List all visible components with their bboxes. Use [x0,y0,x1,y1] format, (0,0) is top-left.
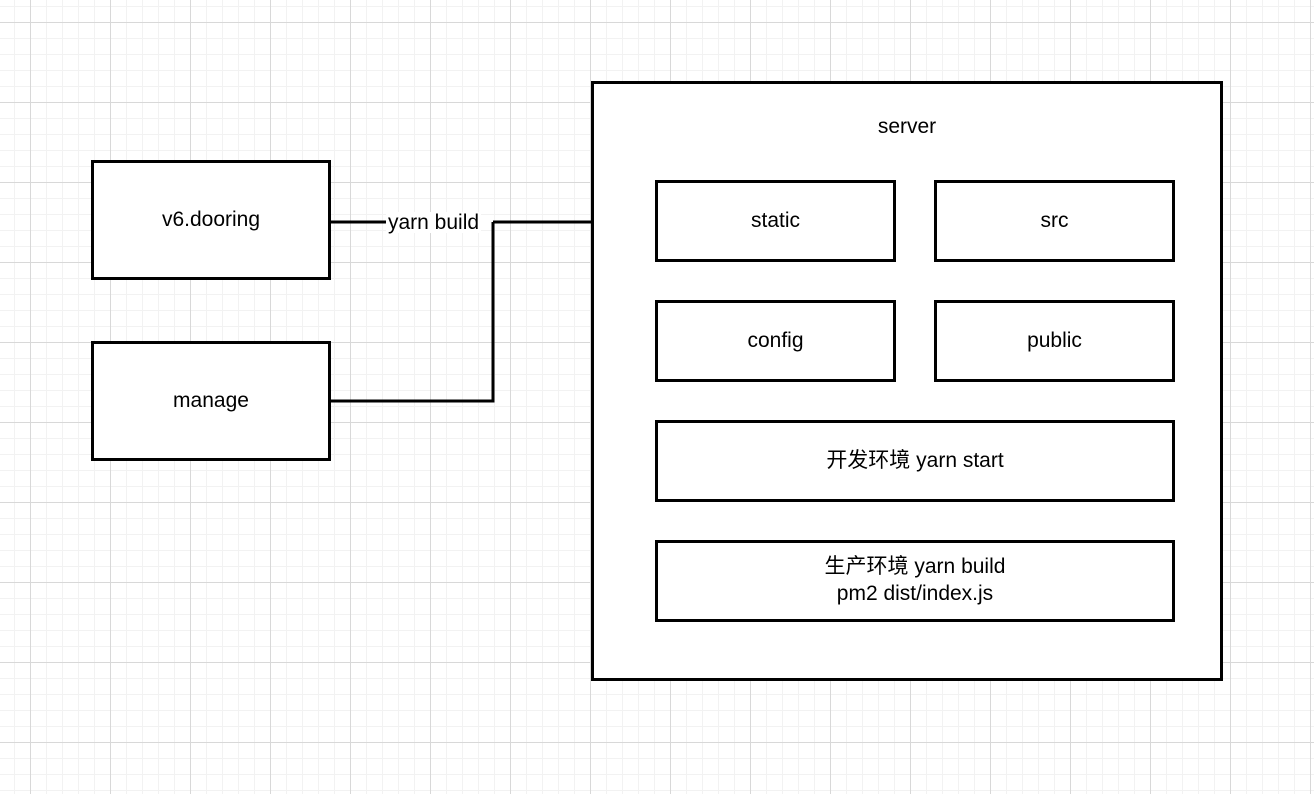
node-public[interactable]: public [934,300,1175,382]
node-dev-environment[interactable]: 开发环境 yarn start [655,420,1175,502]
node-v6-dooring[interactable]: v6.dooring [91,160,331,280]
node-static[interactable]: static [655,180,896,262]
node-config[interactable]: config [655,300,896,382]
edge-manage-orthogonal [331,222,495,403]
container-server-title: server [877,115,937,138]
node-manage[interactable]: manage [91,341,331,461]
node-prod-environment[interactable]: 生产环境 yarn build pm2 dist/index.js [655,540,1175,622]
node-src[interactable]: src [934,180,1175,262]
edge-label-yarn-build: yarn build [386,211,482,234]
